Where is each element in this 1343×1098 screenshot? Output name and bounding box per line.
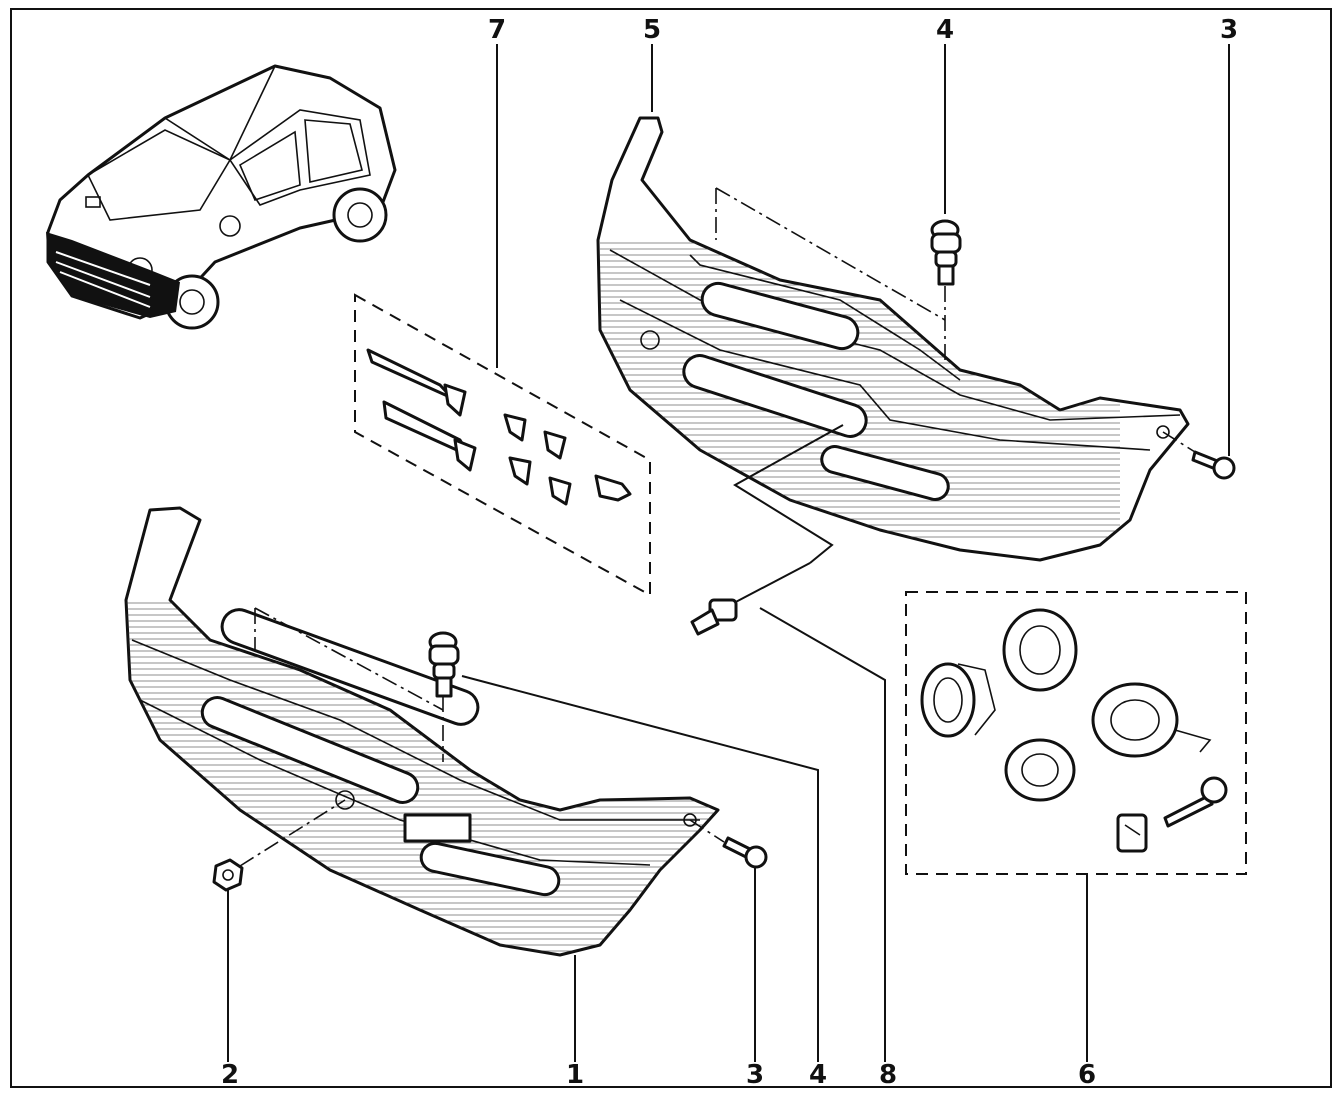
- clip-fastener-front: [428, 631, 460, 698]
- bumper-upper-part-5: [596, 116, 1190, 562]
- nut-part-2: [212, 858, 244, 892]
- fog-lamp-housing: [920, 662, 996, 738]
- callout-2: 2: [221, 1060, 239, 1090]
- callout-8: 8: [879, 1060, 897, 1090]
- callout-3-rear: 3: [1220, 15, 1238, 45]
- insert-kit-part-7: [354, 293, 651, 597]
- fog-lamp-unit: [1004, 738, 1076, 802]
- leader-lines: [227, 44, 1230, 1062]
- diagram-border: [10, 8, 1332, 1088]
- fog-lamp-bracket-a: [1002, 608, 1078, 692]
- fog-lamp-clip: [1116, 813, 1148, 853]
- callout-4-front: 4: [809, 1060, 827, 1090]
- fog-lamp-kit-part-6: [905, 591, 1247, 875]
- clip-fastener-rear: [930, 219, 962, 286]
- callout-1: 1: [566, 1060, 584, 1090]
- callout-3-front: 3: [746, 1060, 764, 1090]
- screw-rear: [1191, 450, 1236, 480]
- callout-7: 7: [488, 15, 506, 45]
- screw-front: [722, 836, 768, 869]
- bumper-lower-part-1: [124, 506, 720, 957]
- rivet-part-8: [690, 562, 811, 636]
- callout-6: 6: [1078, 1060, 1096, 1090]
- fog-lamp-bracket-b: [1091, 682, 1212, 758]
- callout-4-rear: 4: [936, 15, 954, 45]
- callout-5: 5: [643, 15, 661, 45]
- vehicle-locator-illustration: [46, 64, 397, 330]
- fog-lamp-screw: [1163, 776, 1228, 828]
